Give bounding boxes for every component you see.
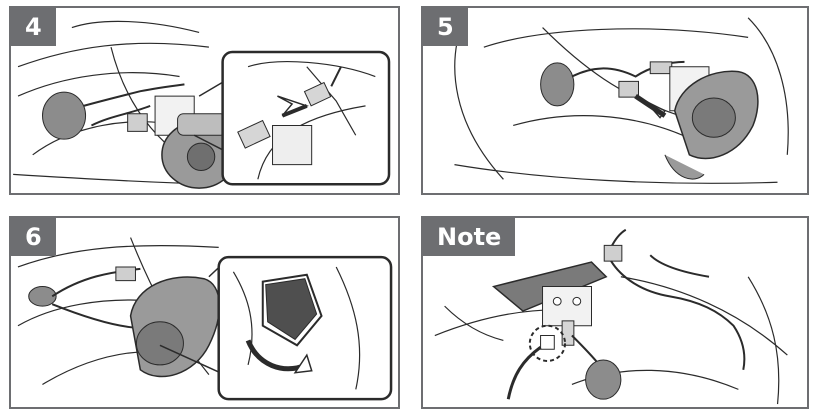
helmet-line-art [11, 218, 398, 407]
helmet-line-art [11, 8, 398, 193]
helmet-line-art [423, 8, 807, 193]
clamp-icon [263, 275, 322, 346]
connector-icon [604, 245, 622, 261]
connector-icon [619, 81, 639, 97]
connector-icon [128, 114, 148, 132]
headset-unit-icon [494, 262, 607, 345]
connector-icon [304, 82, 330, 105]
headset-unit-icon [665, 71, 758, 179]
speaker-pad-icon [29, 287, 56, 307]
arrow-icon [293, 353, 313, 374]
boom-mic-icon [508, 347, 540, 399]
step-panel-5: 5 [421, 6, 809, 195]
connector-icon [238, 120, 270, 148]
speaker-pad-icon [43, 92, 86, 139]
step-badge-6: 6 [11, 218, 56, 256]
headset-unit-icon [131, 277, 220, 376]
speaker-pad-icon [541, 63, 574, 106]
step-badge-4: 4 [11, 8, 56, 46]
note-panel: Note [421, 216, 809, 409]
connector-icon [116, 267, 136, 281]
helmet-line-art [423, 218, 807, 407]
note-badge: Note [423, 218, 516, 256]
step-badge-5: 5 [423, 8, 468, 46]
step-panel-6: 6 [9, 216, 400, 409]
speaker-pad-icon [586, 360, 621, 399]
step-panel-4: 4 [9, 6, 400, 195]
